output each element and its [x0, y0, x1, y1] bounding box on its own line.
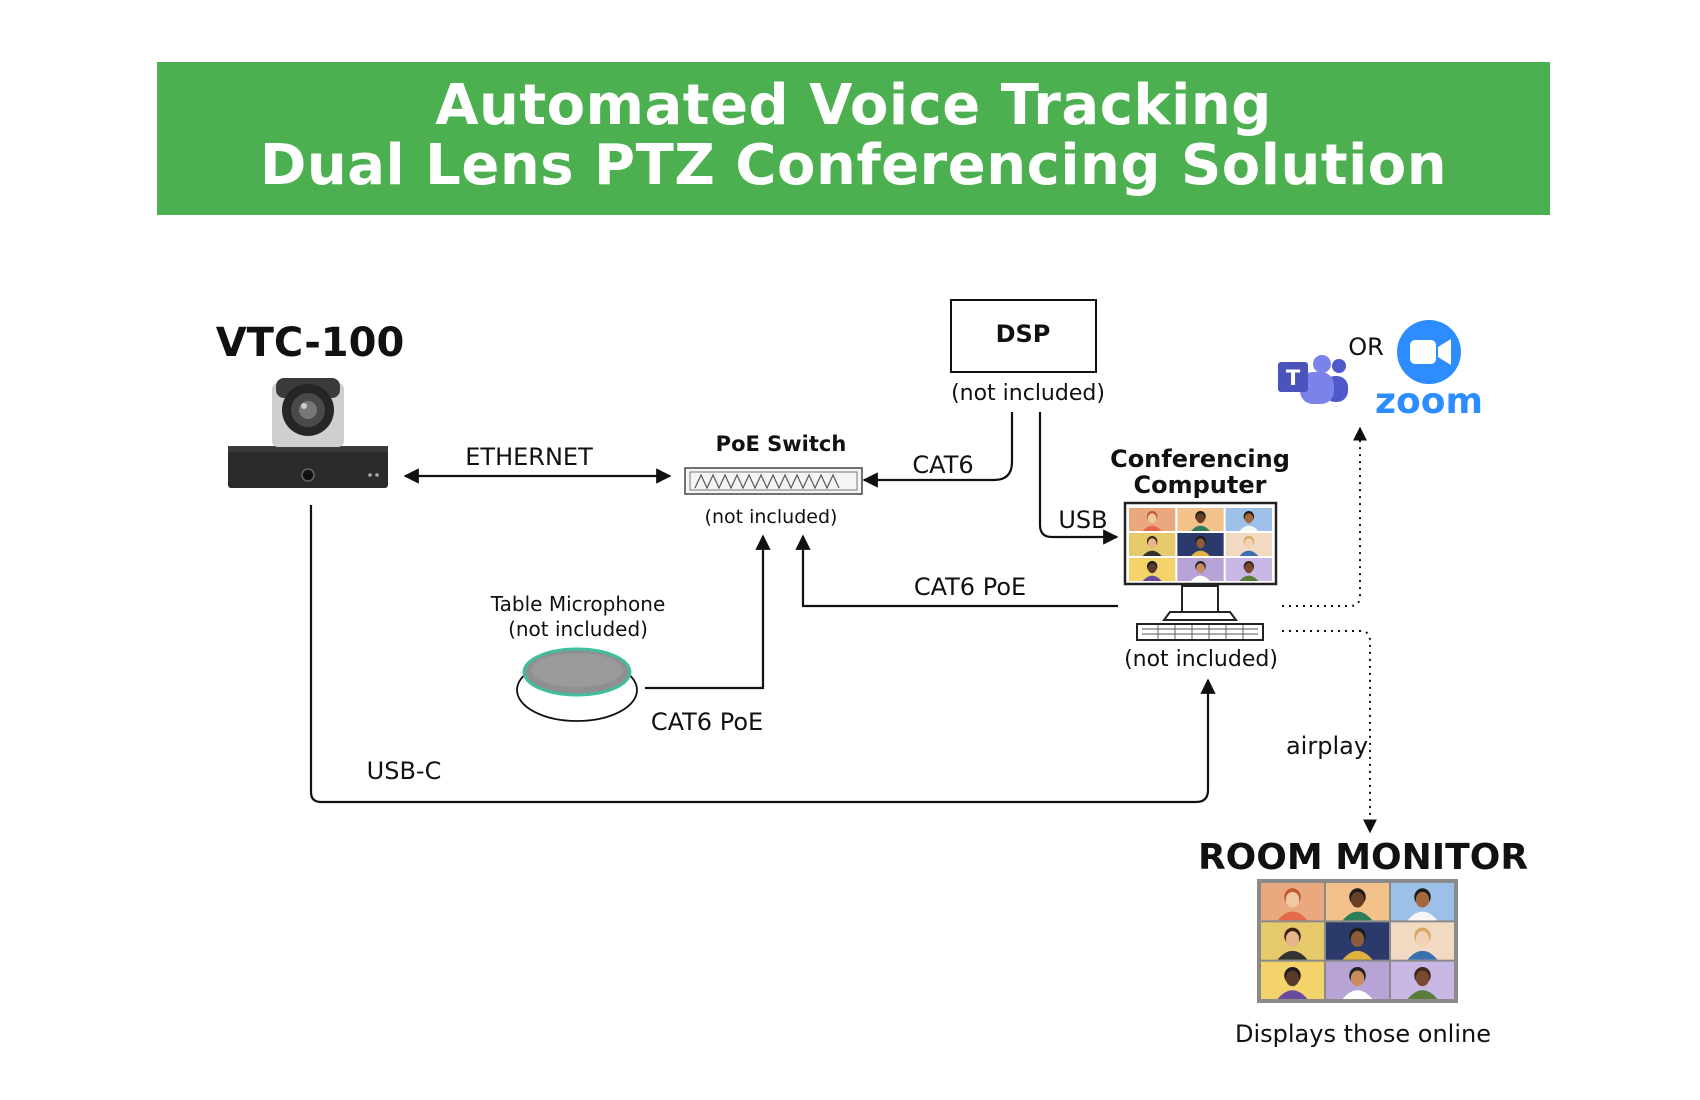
cat6-poe-mic-label: CAT6 PoE — [651, 708, 763, 736]
camera-label: VTC-100 — [216, 320, 405, 366]
table-microphone-icon — [516, 647, 638, 722]
svg-text:T: T — [1286, 366, 1301, 390]
usb-line — [1038, 412, 1119, 545]
zoom-icon — [1397, 320, 1461, 384]
desktop-computer-icon — [1123, 501, 1278, 641]
cat6-poe-mic-line — [645, 534, 771, 690]
title-line-2: Dual Lens PTZ Conferencing Solution — [259, 133, 1448, 198]
room-monitor-label: ROOM MONITOR — [1198, 837, 1528, 878]
usb-label: USB — [1058, 506, 1107, 534]
title-line-1: Automated Voice Tracking — [435, 73, 1272, 138]
connection-lines — [309, 412, 1216, 804]
dotted-lines — [1282, 426, 1377, 834]
poe-switch-label: PoE Switch — [716, 432, 847, 456]
cat6-poe-computer-label: CAT6 PoE — [914, 573, 1026, 601]
microphone-label: Table Microphone — [490, 592, 666, 616]
airplay-dotted-line — [1282, 630, 1377, 834]
computer-label-line2: Computer — [1134, 471, 1267, 499]
ethernet-label: ETHERNET — [465, 443, 593, 471]
ptz-camera-icon — [228, 378, 388, 488]
cat6-line — [862, 412, 1014, 488]
poe-switch-note: (not included) — [705, 506, 838, 528]
dsp-note: (not included) — [951, 381, 1105, 406]
usb-c-label: USB-C — [367, 757, 442, 785]
cat6-label: CAT6 — [912, 451, 973, 479]
teams-icon: T — [1278, 355, 1348, 404]
zoom-wordmark: zoom — [1375, 381, 1483, 422]
platform-dotted-line — [1282, 426, 1367, 607]
airplay-label: airplay — [1286, 732, 1368, 760]
or-label: OR — [1348, 333, 1384, 361]
dsp-label: DSP — [996, 320, 1051, 348]
microphone-note: (not included) — [508, 617, 648, 641]
dsp-box — [950, 299, 1097, 373]
computer-note: (not included) — [1124, 647, 1278, 672]
usb-c-line — [309, 505, 1216, 804]
network-switch-icon — [684, 467, 863, 495]
cat6-poe-computer-line — [795, 534, 1118, 608]
computer-label-line1: Conferencing — [1110, 445, 1290, 473]
room-monitor-caption: Displays those online — [1235, 1020, 1491, 1048]
title-banner: Automated Voice Tracking Dual Lens PTZ C… — [157, 62, 1550, 215]
video-grid-monitor-icon — [1257, 879, 1458, 1003]
